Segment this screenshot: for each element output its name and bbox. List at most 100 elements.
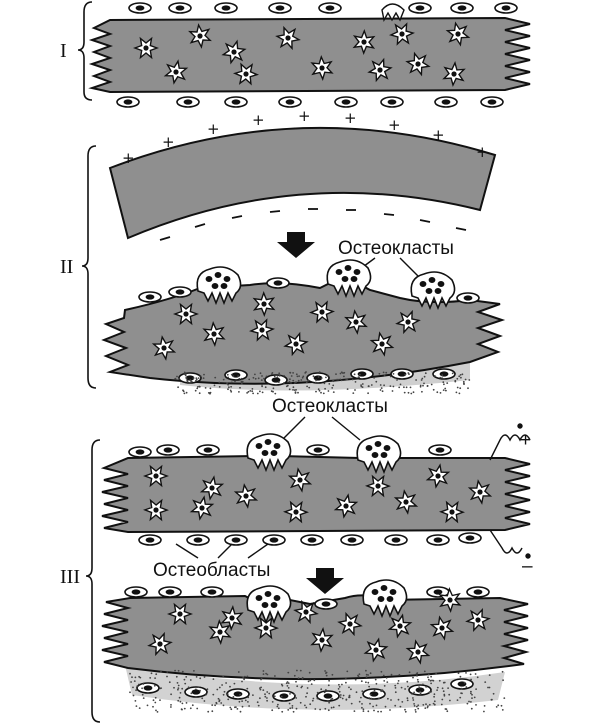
plus-charge: + (162, 133, 175, 151)
osteocyte (163, 59, 189, 85)
lining-cell (262, 534, 286, 546)
section-3b-osteoclasts (246, 579, 408, 625)
osteoclast (362, 579, 408, 619)
minus-charge (231, 215, 243, 219)
osteocyte (387, 613, 413, 639)
osteocyte (208, 619, 232, 645)
osteoclast (246, 433, 292, 473)
osteocyte (364, 474, 392, 498)
minus-charge (383, 213, 395, 216)
lining-cell (224, 534, 248, 546)
osteoclast (246, 585, 292, 625)
section-3-lining-cells (128, 444, 482, 546)
osteocyte (344, 309, 368, 335)
minus-charge (419, 219, 431, 223)
minus-charge (455, 227, 467, 231)
lining-cell (268, 2, 292, 14)
plus-charge: + (298, 107, 311, 125)
osteoclast (356, 435, 402, 475)
plus-charge: + (388, 116, 401, 134)
lining-cell (186, 534, 210, 546)
lining-cell (306, 444, 330, 456)
lining-cell (224, 369, 248, 381)
osteoclast (326, 259, 372, 299)
osteocyte (166, 602, 194, 626)
lining-cell (456, 292, 480, 304)
osteocyte (221, 39, 247, 65)
lining-cell (138, 534, 162, 546)
section-1-brace (77, 1, 93, 101)
lining-cell (380, 96, 404, 108)
section-2-osteocytes (151, 291, 421, 361)
osteoblasts-label: Остеобласты (153, 560, 270, 581)
osteocyte (465, 607, 491, 633)
lining-cell (158, 586, 182, 598)
osteocyte (308, 300, 336, 324)
lining-cell (136, 682, 160, 694)
osteocyte (445, 21, 471, 47)
lining-cell (450, 2, 474, 14)
lining-cell (494, 2, 518, 14)
osteocyte (389, 22, 415, 46)
section-2-osteoclasts (196, 259, 456, 311)
osteocyte (132, 36, 160, 60)
lining-cell (334, 96, 358, 108)
lining-cell (116, 96, 140, 108)
section-2-lining-cells (138, 277, 480, 386)
section-3-bone (100, 454, 531, 534)
osteocyte (367, 57, 393, 83)
osteocyte (333, 493, 359, 519)
section-3-dotted-matrix (125, 665, 505, 710)
lining-cell (168, 286, 192, 298)
section-1: I (60, 1, 531, 108)
osteocyte (142, 464, 170, 488)
lining-cell (384, 534, 408, 546)
osteocyte (199, 475, 225, 501)
osteocyte (252, 291, 276, 317)
curved-bone-plate (108, 127, 497, 240)
section-2-stipple (174, 371, 471, 395)
section-2-label: II (60, 256, 73, 278)
osteoclasts-label-2: Остеокласты (338, 238, 454, 259)
osteocyte (363, 637, 389, 663)
osteocyte (425, 463, 451, 489)
osteocyte (143, 498, 169, 522)
osteoclast (410, 271, 456, 311)
minus-charge (269, 210, 281, 213)
lining-cell (426, 534, 450, 546)
section-3-label: III (60, 566, 80, 588)
lining-cell (168, 2, 192, 14)
osteocyte (232, 62, 260, 86)
lining-cell (278, 96, 302, 108)
lining-cell (124, 586, 148, 598)
lining-cell (128, 2, 152, 14)
positive-electrode-wire (489, 434, 531, 461)
lining-cell (426, 586, 450, 598)
lining-cell (266, 277, 290, 289)
lining-cell (450, 678, 474, 690)
osteocyte (395, 309, 421, 335)
osteocyte (253, 616, 279, 640)
osteoclasts-label-3: Остеокласты (272, 396, 388, 417)
osteocyte (275, 25, 301, 51)
section-3: Остеокласты III + – Остеобласты (60, 396, 533, 723)
osteocyte (467, 479, 493, 505)
osteocyte (172, 302, 200, 326)
negative-electrode-sign: – (522, 556, 533, 577)
minus-charge (159, 236, 171, 241)
plus-charge: + (432, 126, 445, 144)
section-1-lining-cells (116, 2, 518, 108)
section-3-osteocytes (142, 463, 493, 524)
down-arrow-1 (277, 232, 315, 258)
osteocyte (439, 500, 465, 524)
osteocyte (283, 500, 309, 524)
lining-cell (214, 2, 238, 14)
osteocyte (151, 335, 177, 361)
osteocyte (337, 611, 363, 637)
section-3b-osteocytes (147, 587, 491, 665)
lining-cell (224, 96, 248, 108)
osteoblast-leader-lines (175, 543, 269, 559)
lining-cell (458, 532, 482, 544)
osteoclast (196, 266, 242, 306)
lining-cell (316, 690, 340, 702)
